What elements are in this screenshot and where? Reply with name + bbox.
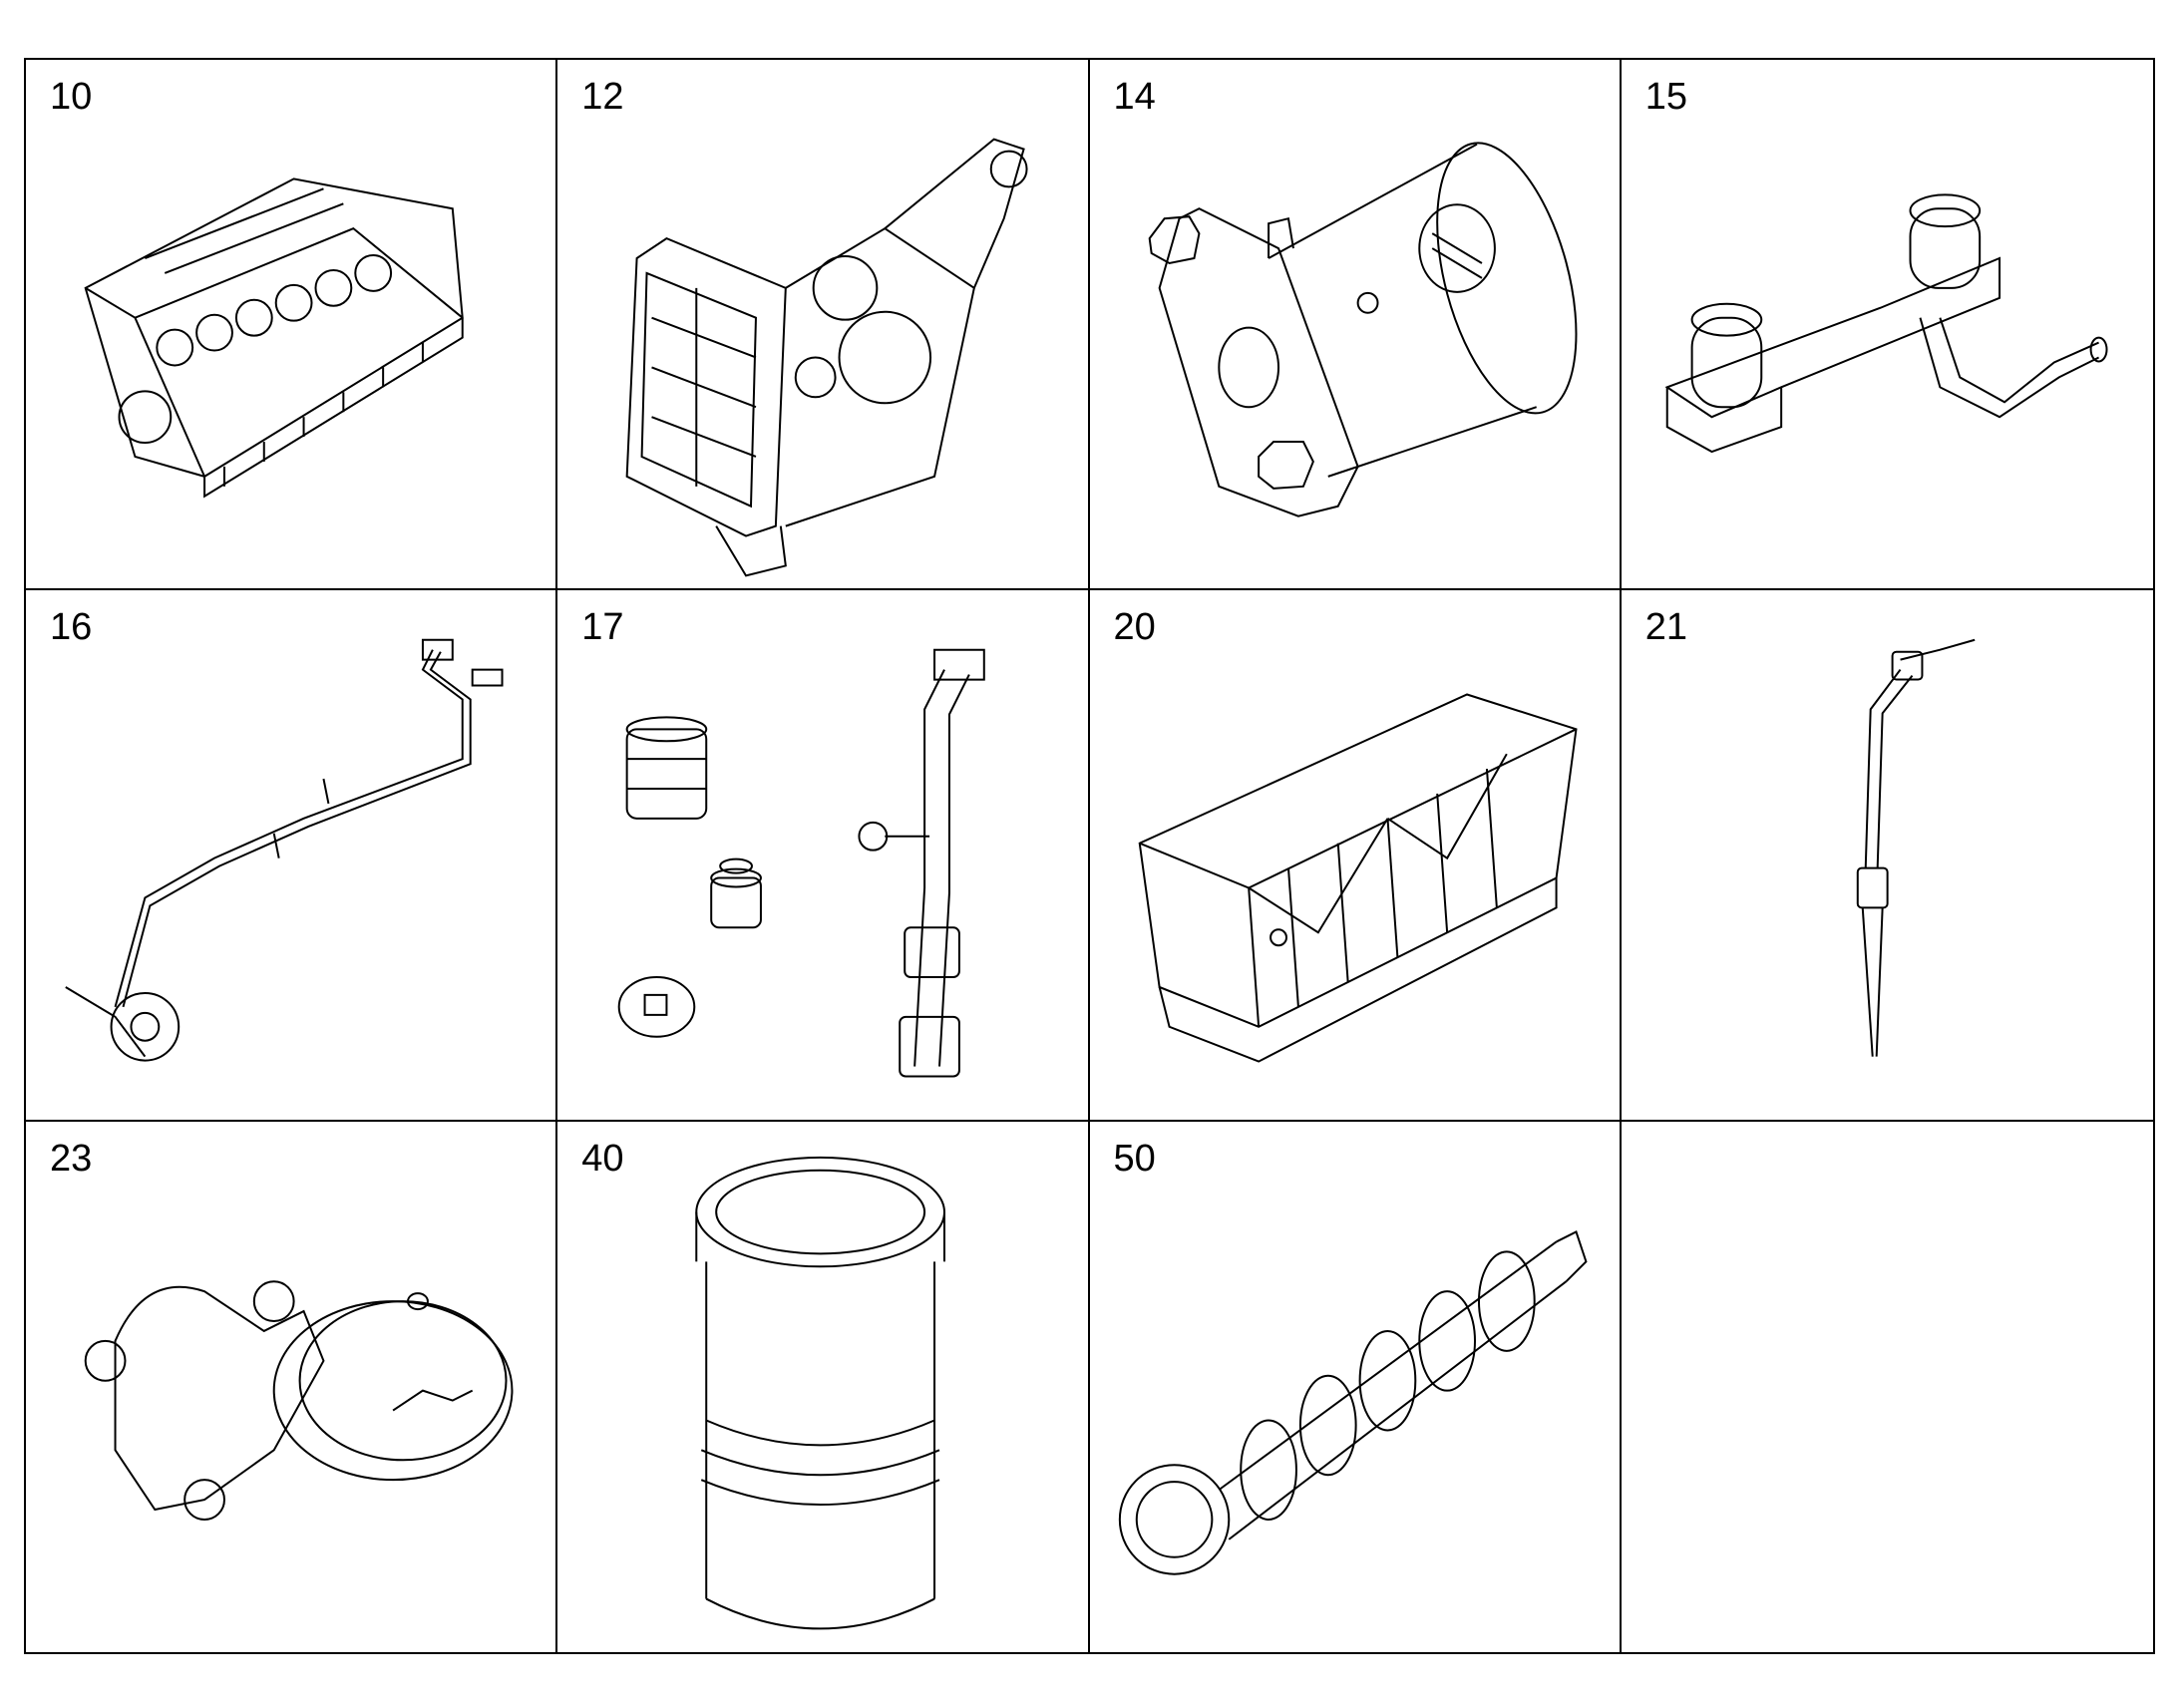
part-number: 40	[581, 1137, 624, 1180]
part-number: 20	[1113, 606, 1156, 649]
part-number: 15	[1644, 76, 1688, 118]
oil-line-with-sensor-icon	[26, 590, 555, 1119]
engine-block-icon	[26, 60, 555, 588]
part-number: 50	[1113, 1137, 1156, 1180]
crankshaft-icon	[1090, 1122, 1620, 1652]
part-cell-10[interactable]: 10	[26, 60, 558, 591]
parts-grid: 10 12 14	[24, 58, 2155, 1654]
timing-housing-icon	[557, 60, 1087, 588]
part-cell-14[interactable]: 14	[1089, 60, 1622, 591]
part-cell-12[interactable]: 12	[557, 60, 1090, 591]
oil-pump-inlet-icon	[1090, 60, 1620, 588]
part-cell-21[interactable]: 21	[1621, 590, 2153, 1122]
part-number: 23	[50, 1137, 93, 1180]
part-number: 10	[50, 76, 93, 118]
empty-cell	[1622, 1122, 2153, 1652]
part-cell-16[interactable]: 16	[26, 590, 558, 1122]
part-cell-15[interactable]: 15	[1621, 60, 2153, 591]
part-number: 12	[581, 76, 624, 118]
cylinder-liner-icon	[557, 1122, 1087, 1652]
part-number: 14	[1113, 76, 1156, 118]
part-number: 21	[1644, 606, 1688, 649]
oil-pan-icon	[1090, 590, 1620, 1119]
part-cell-50[interactable]: 50	[1090, 1121, 1622, 1652]
part-number: 17	[581, 606, 624, 649]
part-cell-20[interactable]: 20	[1089, 590, 1622, 1122]
oil-filler-cap-icon	[26, 1122, 555, 1652]
plugs-and-pipe-icon	[557, 590, 1087, 1119]
part-number: 16	[50, 606, 93, 649]
part-cell-17[interactable]: 17	[557, 590, 1090, 1122]
part-cell-40[interactable]: 40	[557, 1121, 1090, 1652]
dipstick-icon	[1622, 590, 2153, 1119]
pipe-bracket-icon	[1622, 60, 2153, 588]
part-cell-23[interactable]: 23	[26, 1121, 558, 1652]
